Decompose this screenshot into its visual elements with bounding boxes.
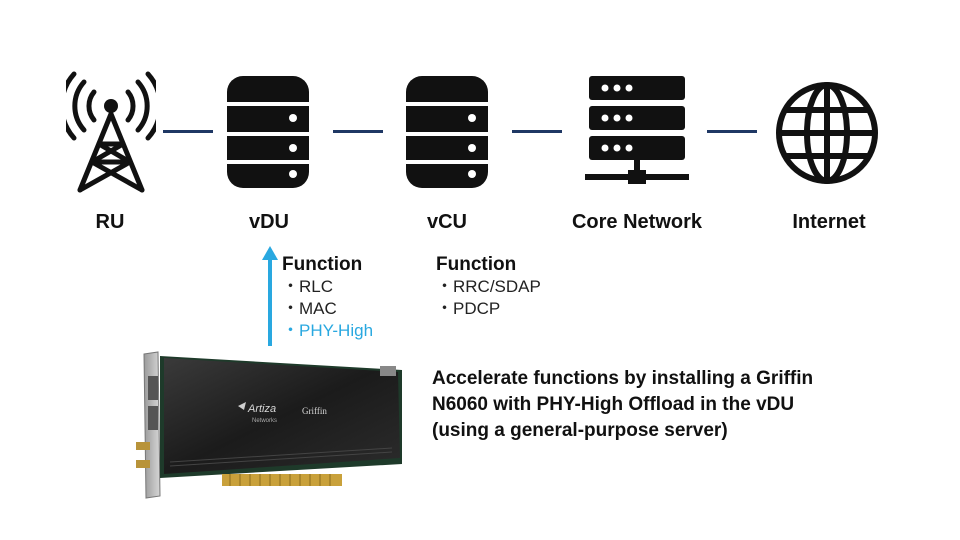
connector-vcu-core <box>512 130 562 133</box>
radio-tower-icon <box>66 71 156 193</box>
node-label-core-network: Core Network <box>571 211 703 233</box>
node-label-vdu: vDU <box>248 211 289 233</box>
connector-ru-vdu <box>163 130 213 133</box>
vcu-function-item: PDCP <box>436 298 541 320</box>
vcu-function-title: Function <box>436 254 517 275</box>
node-label-internet: Internet <box>792 211 866 233</box>
vdu-function-list: RLC MAC PHY-High <box>282 276 373 342</box>
vdu-function-title: Function <box>282 254 363 275</box>
caption-line: N6060 with PHY-High Offload in the vDU <box>432 394 795 415</box>
node-label-ru: RU <box>95 211 125 233</box>
server-rack-icon <box>585 76 689 184</box>
card-brand-text: Artiza <box>247 403 276 415</box>
database-icon <box>227 76 309 188</box>
accelerator-card-image: Artiza Networks Griffin <box>136 351 402 499</box>
vdu-function-item: MAC <box>282 298 373 320</box>
node-label-vcu: vCU <box>426 211 467 233</box>
database-icon <box>406 76 488 188</box>
caption: Accelerate functions by installing a Gri… <box>432 366 892 444</box>
vdu-function-item-highlight: PHY-High <box>282 320 373 342</box>
vcu-function-list: RRC/SDAP PDCP <box>436 276 541 320</box>
connector-core-internet <box>707 130 757 133</box>
caption-line: Accelerate functions by installing a Gri… <box>432 368 814 389</box>
card-brand-sub-text: Networks <box>252 418 277 424</box>
globe-icon <box>776 82 878 184</box>
up-arrow-icon <box>262 246 278 346</box>
vdu-function-item: RLC <box>282 276 373 298</box>
card-model-text: Griffin <box>302 406 327 416</box>
vcu-function-item: RRC/SDAP <box>436 276 541 298</box>
connector-vdu-vcu <box>333 130 383 133</box>
caption-line: (using a general-purpose server) <box>432 420 728 441</box>
